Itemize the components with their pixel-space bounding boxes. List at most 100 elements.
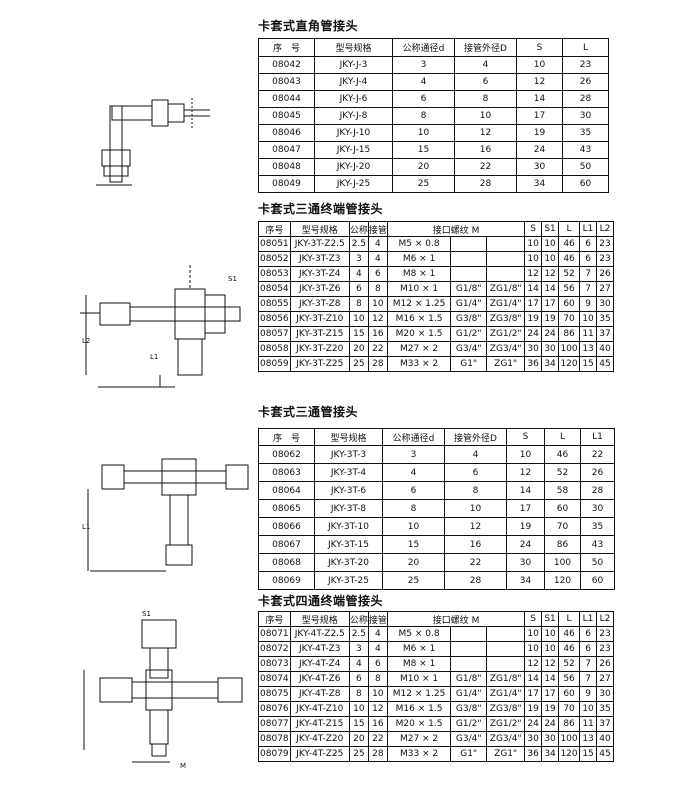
table-cell: 10 <box>524 626 543 642</box>
table-cell: JKY-3T-Z2.5 <box>289 236 350 252</box>
table-cell: 120 <box>557 356 581 372</box>
table-cell: JKY-J-3 <box>314 56 393 74</box>
table-cell: 17 <box>541 686 559 702</box>
table-cell: 19 <box>524 701 543 717</box>
elbow-drawing <box>92 90 212 190</box>
table-cell: 35 <box>580 517 615 536</box>
table-cell: 10 <box>392 124 455 142</box>
table-cell: 4 <box>444 445 507 464</box>
table-cell: 30 <box>562 107 609 125</box>
table-cell: 20 <box>392 158 455 176</box>
table-cell: 19 <box>516 124 563 142</box>
section-title-cross-terminal: 卡套式四通终端管接头 <box>258 594 384 608</box>
table-cell: 3 <box>382 445 445 464</box>
table-cell: 16 <box>454 141 517 159</box>
table-cell: 4 <box>382 463 445 482</box>
table-cell: 14 <box>524 281 543 297</box>
header-cell: 公称通径d <box>348 611 369 627</box>
table-cell: 17 <box>516 107 563 125</box>
table-cell: 10 <box>541 626 559 642</box>
table-cell: M5 × 0.8 <box>386 236 452 252</box>
table-cell: 86 <box>557 716 581 732</box>
table-cell: 08071 <box>258 626 291 642</box>
header-cell: S1 <box>541 611 559 627</box>
table-cell <box>486 266 526 282</box>
table-cell: M10 × 1 <box>386 281 452 297</box>
table-cell: 23 <box>596 236 614 252</box>
table-cell: JKY-J-8 <box>314 107 393 125</box>
table-cell: M8 × 1 <box>386 266 452 282</box>
table-cell: 08049 <box>258 175 315 193</box>
table-cell: 10 <box>444 499 507 518</box>
table-cell: 08064 <box>258 481 315 500</box>
table-cell: 10 <box>367 296 388 312</box>
table-cell: 08047 <box>258 141 315 159</box>
table-cell: 08075 <box>258 686 291 702</box>
header-cell: 接管外径D <box>367 611 388 627</box>
table-cell: JKY-J-25 <box>314 175 393 193</box>
table-cell: 10 <box>506 445 545 464</box>
table-cell: 08059 <box>258 356 291 372</box>
table-cell: 30 <box>541 341 559 357</box>
table-cell: ZG1/4" <box>486 296 526 312</box>
table-cell <box>450 656 488 672</box>
table-cell: M5 × 0.8 <box>386 626 452 642</box>
table-cell: 10 <box>541 236 559 252</box>
header-cell: 序号 <box>258 221 291 237</box>
table-cell: 28 <box>367 746 388 762</box>
header-cell: L2 <box>596 221 614 237</box>
table-cell: 26 <box>596 656 614 672</box>
table-cell: 08073 <box>258 656 291 672</box>
table-cell: 08067 <box>258 535 315 554</box>
table-cell: M6 × 1 <box>386 641 452 657</box>
table-cell: 12 <box>516 73 563 91</box>
table-cell: 60 <box>562 175 609 193</box>
table-cell: 20 <box>382 553 445 572</box>
table-cell <box>486 236 526 252</box>
table-cell: JKY-3T-Z15 <box>289 326 350 342</box>
table-cell: 08045 <box>258 107 315 125</box>
header-cell: L1 <box>579 611 597 627</box>
table-cell: 25 <box>382 571 445 590</box>
table-cell: ZG3/4" <box>486 731 526 747</box>
table-cell: 08072 <box>258 641 291 657</box>
table-cell: 12 <box>444 517 507 536</box>
table-cell: 6 <box>579 236 597 252</box>
table-cell: ZG1/4" <box>486 686 526 702</box>
header-cell: L <box>562 38 609 57</box>
table-cell: 2.5 <box>348 236 369 252</box>
table-cell: M12 × 1.25 <box>386 686 452 702</box>
table-cell: JKY-3T-20 <box>314 553 383 572</box>
table-cell: 4 <box>367 641 388 657</box>
table-cell: 26 <box>562 73 609 91</box>
table-cell: JKY-3T-Z20 <box>289 341 350 357</box>
table-cell: 56 <box>557 281 581 297</box>
table-cell: 28 <box>444 571 507 590</box>
table-cell: JKY-4T-Z2.5 <box>289 626 350 642</box>
table-cell: G1/2" <box>450 326 488 342</box>
table-cell: G1/8" <box>450 281 488 297</box>
table-cell: ZG3/8" <box>486 311 526 327</box>
table-cell: JKY-J-6 <box>314 90 393 108</box>
table-cell: 26 <box>596 266 614 282</box>
table-cell: 08053 <box>258 266 291 282</box>
header-cell: 型号规格 <box>289 221 350 237</box>
table-cell: JKY-J-10 <box>314 124 393 142</box>
table-cell: 23 <box>596 626 614 642</box>
table-cell: 6 <box>348 281 369 297</box>
table-cell: 10 <box>579 701 597 717</box>
table-cell: ZG1/8" <box>486 281 526 297</box>
table-cell: JKY-3T-Z10 <box>289 311 350 327</box>
tee-drawing: L1 <box>80 445 250 580</box>
dim-label-l1: L1 <box>150 353 158 361</box>
header-cell: S1 <box>541 221 559 237</box>
